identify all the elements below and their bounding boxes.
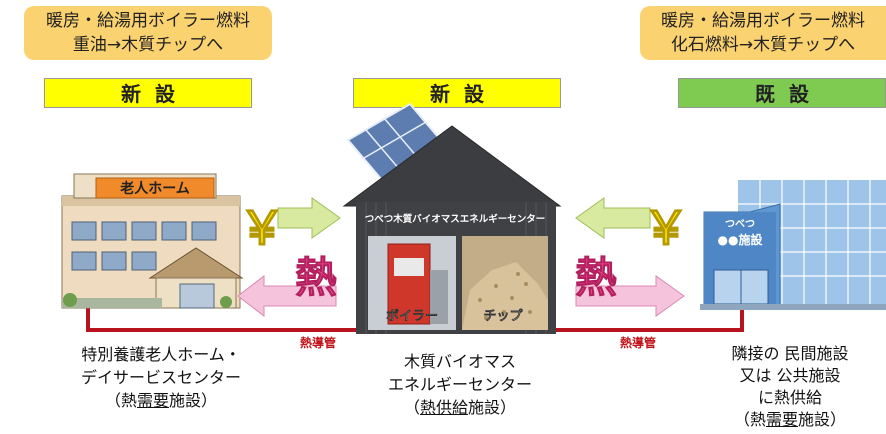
biomass-center-caption-line1: 木質バイオマス (403, 352, 516, 371)
fuel-box-right: 暖房・給湯用ボイラー燃料 化石燃料→木質チップへ (640, 6, 886, 60)
fuel-box-right-line1: 暖房・給湯用ボイラー燃料 (661, 11, 865, 31)
public-facility-caption: 隣接の 民間施設 又は 公共施設 に熱供給 （熱需要施設） (700, 343, 880, 431)
public-facility-sign-line2: ●●施設 (718, 232, 764, 247)
fuel-box-left-line1: 暖房・給湯用ボイラー燃料 (46, 11, 250, 31)
nursing-home-caption-line1: 特別養護老人ホーム・ (81, 345, 241, 364)
yen-icon-right: ￥ (643, 201, 689, 255)
caption-paren-open: （熱 (733, 410, 766, 429)
public-facility-caption-line1: 隣接の 民間施設 (731, 344, 849, 363)
public-facility-illustration (700, 180, 886, 310)
caption-paren-open: （熱 (104, 391, 137, 410)
caption-emphasis: 需要 (765, 410, 798, 429)
yen-icon-left: ￥ (239, 201, 285, 255)
biomass-center-sign: つべつ木質バイオマスエネルギーセンター (365, 213, 546, 225)
caption-paren-close: ） (830, 410, 847, 429)
public-facility-caption-line3: に熱供給 (757, 388, 822, 407)
nursing-home-illustration (61, 173, 244, 309)
public-facility-sign-line1: つべつ (725, 218, 755, 230)
public-facility-caption-line4: （熱需要施設） (700, 409, 880, 431)
caption-emphasis: 需要 (136, 391, 169, 410)
payment-arrow-right (575, 197, 651, 239)
caption-paren-open: （ (403, 398, 420, 417)
fuel-box-left: 暖房・給湯用ボイラー燃料 重油→木質チップへ (24, 6, 272, 60)
heat-pipe-label-left: 熱導管 (300, 336, 337, 350)
caption-emphasis: 熱供給 (419, 398, 468, 417)
status-badge-center: 新設 (353, 78, 561, 108)
heat-icon-right: 熱 (575, 253, 617, 302)
nursing-home-caption-line3: （熱需要施設） (46, 389, 276, 412)
payment-arrow-left (277, 197, 341, 239)
heat-arrow-right (575, 275, 685, 317)
caption-suffix: 施設 (798, 410, 831, 429)
heat-pipe (86, 300, 356, 332)
caption-paren-close: ） (201, 391, 218, 410)
fuel-box-left-line2: 重油→木質チップへ (72, 35, 224, 55)
caption-suffix: 施設 (468, 398, 501, 417)
nursing-home-caption-line2: デイサービスセンター (80, 368, 241, 387)
biomass-center-caption-line3: （熱供給施設） (360, 396, 560, 419)
status-badge-left: 新設 (44, 78, 252, 108)
status-badge-right: 既設 (678, 78, 886, 108)
biomass-center-illustration (342, 102, 562, 334)
nursing-home-caption: 特別養護老人ホーム・ デイサービスセンター （熱需要施設） (46, 343, 276, 412)
caption-suffix: 施設 (169, 391, 202, 410)
caption-paren-close: ） (500, 398, 517, 417)
public-facility-caption-line2: 又は 公共施設 (739, 366, 841, 385)
chip-label: チップ (483, 309, 523, 324)
heat-arrow-left (237, 274, 337, 318)
fuel-box-right-line2: 化石燃料→木質チップへ (670, 35, 856, 55)
biomass-center-caption-line2: エネルギーセンター (387, 375, 532, 394)
heat-pipe-label-right: 熱導管 (620, 336, 657, 350)
nursing-home-sign: 老人ホーム (120, 180, 190, 197)
boiler-label: ボイラー (386, 308, 438, 324)
heat-icon-left: 熱 (295, 253, 337, 302)
biomass-center-caption: 木質バイオマス エネルギーセンター （熱供給施設） (360, 350, 560, 419)
